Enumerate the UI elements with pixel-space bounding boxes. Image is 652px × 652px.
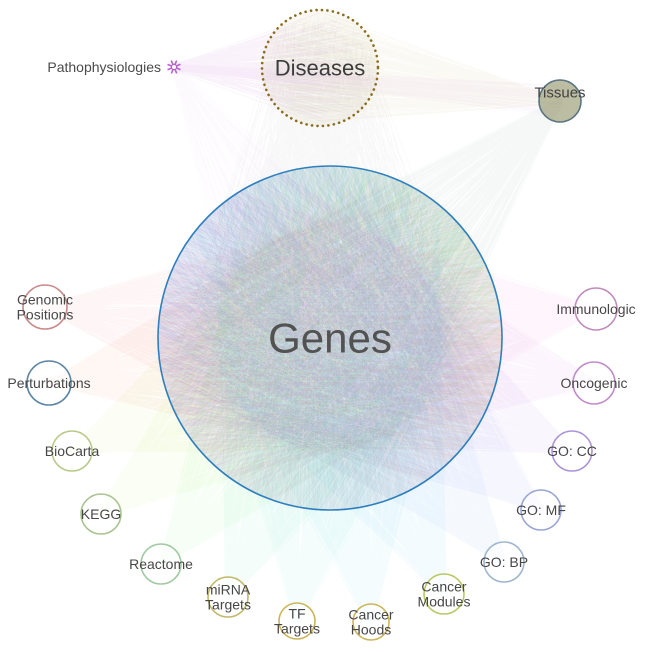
node-tf-targets[interactable]: [278, 602, 316, 640]
star-center: [170, 63, 178, 71]
node-go-mf[interactable]: [520, 489, 562, 531]
node-reactome[interactable]: [140, 543, 182, 585]
edge-bundle-mirna-targets-genes: [214, 165, 502, 601]
label-genes: Genes: [268, 315, 392, 362]
edge-bundle-pathophysiologies-tissues: [171, 63, 577, 117]
label-go-mf: GO: MF: [516, 502, 566, 518]
edge-bundle-go-cc-genes: [157, 165, 576, 455]
node-pathophysiologies[interactable]: [167, 60, 181, 74]
edge-bundle-pathophysiologies-diseases: [170, 12, 371, 124]
node-immunologic[interactable]: [574, 287, 618, 331]
node-tissues[interactable]: [538, 79, 582, 123]
node-cancer-hoods[interactable]: [352, 603, 390, 641]
base-layer: [158, 10, 502, 510]
node-mirna-targets[interactable]: [207, 576, 249, 618]
edge-bundle-kegg-genes: [97, 165, 503, 518]
label-pathophysiologies: Pathophysiologies: [47, 59, 161, 75]
label-oncogenic: Oncogenic: [561, 375, 628, 391]
edge-bundle-reactome-genes: [157, 165, 503, 568]
edge-bundle-tissues-diseases: [266, 13, 564, 122]
node-kegg[interactable]: [80, 493, 122, 535]
node-genomic-positions[interactable]: [22, 284, 68, 330]
label-tissues: Tissues: [534, 84, 585, 101]
node-go-bp[interactable]: [483, 541, 525, 583]
edge-bundle-perturbations-genes: [45, 173, 503, 479]
node-perturbations[interactable]: [26, 360, 72, 406]
edge-bundle-cancer-modules-genes: [157, 165, 448, 598]
edge-bundle-oncogenic-genes: [157, 172, 598, 478]
node-genes[interactable]: [157, 165, 503, 511]
label-biocarta: BioCarta: [45, 443, 100, 459]
genes-disk-base: [158, 166, 502, 510]
node-diseases[interactable]: [260, 8, 380, 128]
node-go-cc[interactable]: [551, 430, 593, 472]
node-biocarta[interactable]: [51, 430, 93, 472]
node-layer: [22, 8, 618, 641]
node-cancer-modules[interactable]: [423, 573, 465, 615]
label-kegg: KEGG: [81, 506, 121, 522]
edge-bundle-go-mf-genes: [157, 165, 545, 514]
edge-bundle-immunologic-genes: [157, 192, 600, 501]
edge-bundle-tf-targets-genes: [185, 165, 493, 625]
edge-bundle-cancer-hoods-genes: [168, 165, 472, 626]
edge-bundle-genomic-positions-genes: [41, 194, 503, 500]
edge-bundle-go-bp-genes: [157, 165, 508, 566]
label-go-cc: GO: CC: [547, 443, 597, 459]
node-oncogenic[interactable]: [572, 361, 616, 405]
edge-bundle-tissues-genes: [157, 97, 564, 511]
label-immunologic: Immunologic: [556, 301, 635, 317]
edge-layer: [41, 12, 600, 626]
label-diseases: Diseases: [275, 56, 365, 81]
label-go-bp: GO: BP: [480, 554, 528, 570]
edge-bundle-biocarta-genes: [68, 166, 503, 455]
label-reactome: Reactome: [129, 556, 193, 572]
label-layer: Genes Diseases PathophysiologiesTissuesGen…: [7, 56, 635, 638]
diseases-disk-base: [262, 10, 378, 126]
label-perturbations: Perturbations: [7, 375, 90, 391]
